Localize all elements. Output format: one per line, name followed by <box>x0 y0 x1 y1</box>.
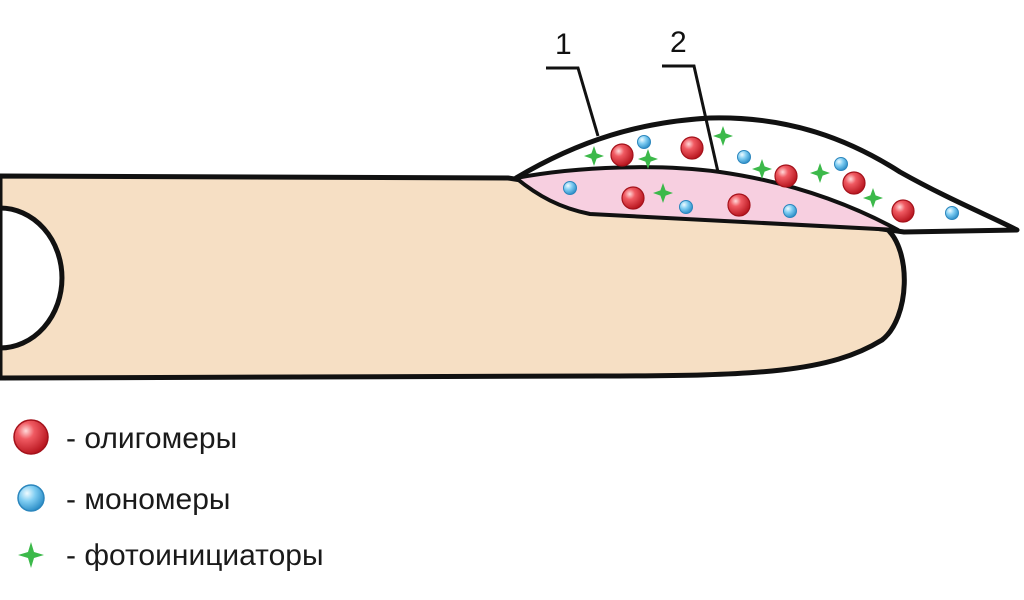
monomer-particle <box>679 200 693 214</box>
callout-2: 2 <box>662 26 720 173</box>
monomer-particle <box>737 150 751 164</box>
oligomer-particle <box>891 199 915 223</box>
gel-layer-2 <box>514 165 900 232</box>
monomer-particle <box>945 206 959 220</box>
legend-label-monomers: - мономеры <box>66 483 230 516</box>
photoinitiator-particle <box>653 183 673 203</box>
legend-item-oligomers: - олигомеры <box>13 419 237 455</box>
callout-1: 1 <box>546 28 600 137</box>
photoinitiator-particle <box>713 126 733 146</box>
photoinitiator-particle <box>752 159 772 179</box>
finger-joint <box>0 205 65 351</box>
callout-2-label: 2 <box>670 26 687 59</box>
photoinitiator-icon <box>18 542 44 568</box>
legend: - олигомеры - мономеры - фотоинициаторы <box>13 419 324 572</box>
legend-item-monomers: - мономеры <box>17 483 230 516</box>
photoinitiator-particle <box>638 149 658 169</box>
oligomer-particle <box>680 136 704 160</box>
oligomer-particle <box>727 193 751 217</box>
oligomer-particle <box>774 164 798 188</box>
monomer-icon <box>17 484 45 512</box>
monomer-particle <box>563 181 577 195</box>
legend-label-photoinitiators: - фотоинициаторы <box>66 539 324 572</box>
photoinitiator-particle <box>810 163 830 183</box>
monomer-particle <box>834 157 848 171</box>
photoinitiator-particle <box>584 146 604 166</box>
legend-label-oligomers: - олигомеры <box>66 422 237 455</box>
legend-item-photoinitiators: - фотоинициаторы <box>18 539 324 572</box>
oligomer-icon <box>13 419 49 455</box>
oligomer-particle <box>610 143 634 167</box>
callout-1-label: 1 <box>555 28 572 61</box>
photoinitiator-particle <box>863 188 883 208</box>
monomer-particle <box>637 135 651 149</box>
monomer-particle <box>783 204 797 218</box>
particles <box>563 126 959 223</box>
oligomer-particle <box>621 186 645 210</box>
oligomer-particle <box>842 171 866 195</box>
